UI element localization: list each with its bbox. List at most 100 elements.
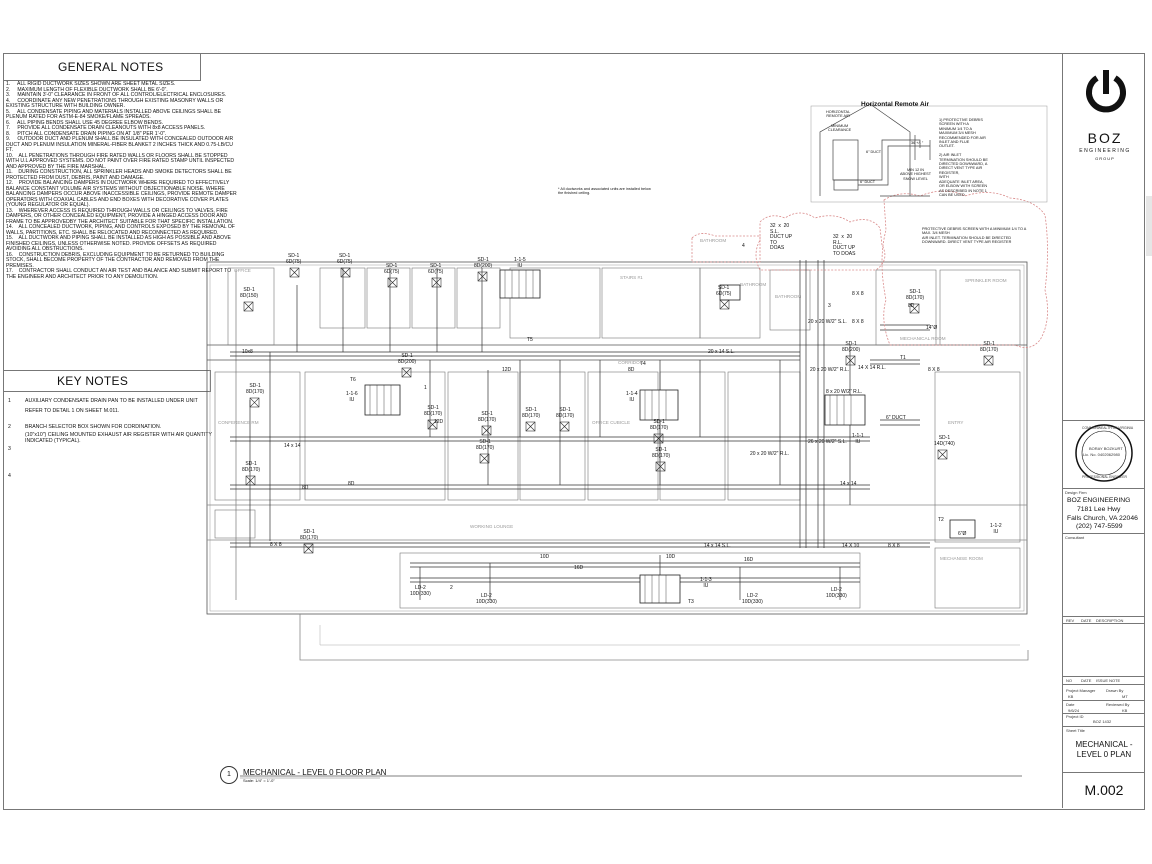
duct-dimension-label: 6" DUCT	[886, 415, 906, 421]
equipment-tag: 3	[828, 303, 831, 309]
tb-divider	[1063, 700, 1144, 701]
diffuser-symbol	[653, 433, 664, 444]
room-name: STAIRS #1	[620, 275, 643, 280]
linear-diffuser-label: LD-2 10D(330)	[410, 585, 431, 597]
supply-diffuser-label: SD-1 8D(200)	[398, 353, 417, 365]
rev-header-desc: DESCRIPTION	[1096, 618, 1124, 623]
key-note-number: 1	[8, 398, 11, 404]
duct-dimension-label: 10x8	[242, 349, 253, 355]
supply-diffuser-label: SD-1 8D(200)	[474, 257, 493, 269]
firm-address-1: 7181 Lee Hwy	[1077, 505, 1121, 513]
duct-dimension-label: 8 X 8	[928, 367, 940, 373]
diffuser-symbol	[909, 303, 920, 314]
general-notes-header-box	[4, 54, 201, 81]
general-note-item: 16. CONSTRUCTION DEBRIS, EXCLUDING EQUIP…	[6, 251, 226, 269]
linear-diffuser-label: LD-2 10D(330)	[476, 593, 497, 605]
duct-dimension-label: 8 X 8	[270, 542, 282, 548]
general-note-item: 8. PITCH ALL CONDENSATE DRAIN PIPING ON …	[6, 130, 167, 137]
brand-name: BOZ	[1087, 130, 1123, 146]
stamp-line-4: PROFESSIONAL ENGINEER	[1082, 475, 1127, 479]
tb-divider	[1063, 623, 1144, 624]
room-name: BATHROOM	[700, 238, 727, 243]
duct-dimension-label: 10D	[540, 554, 550, 560]
equipment-tag: 1	[424, 385, 427, 391]
duct-dimension-label: 12D	[434, 419, 444, 425]
scroll-edge	[1146, 196, 1152, 256]
supply-diffuser-label: SD-1 8D(170)	[652, 447, 671, 459]
supply-diffuser-label: SD-1 6D(75)	[384, 263, 400, 275]
duct-dimension-label: 26 x 20 W/2" S.L.	[808, 439, 847, 445]
duct-dimension-label: 20 x 20 W/2" R.L.	[810, 367, 850, 373]
title-block	[1062, 53, 1145, 808]
issue-header-date: DATE	[1081, 678, 1092, 683]
duct-dimension-label: 8 x 20 W/2" R.L.	[826, 389, 863, 395]
supply-diffuser-label: SD-1 14D(740)	[934, 435, 955, 447]
screen-note: PROTECTIVE DEBRIS SCREEN WITH A MINIMUM …	[922, 227, 1027, 245]
general-note-item: 7. PROVIDE ALL CONDENSATE DRAIN CLEANOUT…	[6, 125, 206, 131]
brand-sub2: GROUP	[1095, 156, 1115, 161]
pe-stamp	[1075, 424, 1133, 482]
room-name: WORKING LOUNGE	[470, 524, 514, 529]
general-note-item: 17. CONTRACTOR SHALL CONDUCT AN AIR TEST…	[6, 268, 233, 280]
equipment-tag: 1-1-2 IU	[990, 523, 1002, 535]
room-name: CORRIDOR	[618, 360, 644, 365]
linear-diffuser-label: LD-2 10D(330)	[742, 593, 763, 605]
general-note-item: 3. MAINTAIN 3'-0" CLEARANCE IN FRONT OF …	[6, 92, 227, 98]
general-notes-list: 1. ALL RIGID DUCTWORK SIZES SHOWN ARE SH…	[6, 81, 239, 280]
firm-name: BOZ ENGINEERING	[1067, 497, 1131, 504]
detail-title: Horizontal Remote Air	[861, 101, 930, 108]
plan-title: MECHANICAL - LEVEL 0 FLOOR PLAN	[243, 768, 387, 777]
room-name: ENTRY	[948, 420, 964, 425]
duct-dimension-label: 16D	[744, 557, 754, 563]
duct-dimension-label: 8 X 8	[888, 543, 900, 549]
duct-dimension-label: 8D	[908, 303, 915, 309]
equipment-tag: T6	[350, 377, 356, 383]
general-note-item: 12. PROVIDE BALANCING DAMPERS IN DUCTWOR…	[6, 180, 239, 208]
diffuser-symbol	[845, 355, 856, 366]
consultant-label: Consultant	[1065, 535, 1085, 540]
rev-header-rev: REV	[1066, 618, 1075, 623]
detail-number: 1	[220, 766, 238, 784]
duct-dimension-label: 8D	[348, 481, 355, 487]
general-note-item: 9. OUTDOOR DUCT AND PLENUM SHALL BE INSU…	[6, 136, 235, 153]
room-name: OFFICE CUBICLE	[592, 420, 631, 425]
supply-diffuser-label: SD-1 8D(170)	[906, 289, 925, 301]
supply-diffuser-label: SD-1 8D(200)	[842, 341, 861, 353]
duct-dimension-label: 14"Ø	[926, 325, 938, 331]
tb-divider	[1063, 420, 1144, 421]
duct-up-return: 32 x 20 R.L. DUCT UP TO DOAS	[833, 234, 856, 257]
stamp-line-1: COMMONWEALTH OF VIRGINIA	[1082, 426, 1134, 430]
supply-diffuser-label: SD-1 8D(150)	[240, 287, 259, 299]
diffuser-symbol	[525, 421, 536, 432]
equipment-tag: 2	[450, 585, 453, 591]
tb-divider	[1063, 726, 1144, 727]
duct-dimension-label: 8D	[628, 367, 635, 373]
room-name: BATHROOM	[740, 282, 767, 287]
equipment-tag: 1-1-4 IU	[626, 391, 638, 403]
supply-diffuser-label: SD-1 8D(170)	[424, 405, 443, 417]
detail-label-duct2: 6" DUCT	[860, 180, 876, 184]
supply-diffuser-label: SD-1 6D(75)	[286, 253, 302, 265]
duct-dimension-label: 14 X 14 R.L.	[858, 365, 886, 371]
diffuser-symbol	[481, 425, 492, 436]
supply-diffuser-label: SD-1 8D(170)	[476, 439, 495, 451]
key-note-number: 3	[8, 446, 11, 452]
diffuser-symbol	[289, 267, 300, 278]
diffuser-symbol	[477, 271, 488, 282]
project-id-value: BOZ 1432	[1093, 719, 1112, 724]
equipment-tag: 1-1-3 IU	[700, 577, 712, 589]
general-notes-heading: GENERAL NOTES	[58, 60, 164, 74]
tb-divider	[1063, 616, 1144, 617]
general-note-item: 15. ALL DUCTWORK AND PIPING SHALL BE INS…	[6, 235, 233, 252]
stamp-line-2: BORAY BOZKURT	[1089, 446, 1123, 451]
equipment-tag: T3	[688, 599, 694, 605]
equipment-tag: T5	[527, 337, 533, 343]
project-id-label: Project ID	[1066, 714, 1084, 719]
supply-diffuser-label: SD-1 8D(170)	[522, 407, 541, 419]
supply-diffuser-label: SD-1 6D(75)	[428, 263, 444, 275]
diffuser-symbol	[245, 475, 256, 486]
diffuser-symbol	[479, 453, 490, 464]
general-note-item: 2. MAXIMUM LENGTH OF FLEXIBLE DUCTWORK S…	[6, 86, 168, 93]
equipment-tag: T2	[938, 517, 944, 523]
detail-label-dim: 36 +/- "	[911, 141, 924, 145]
